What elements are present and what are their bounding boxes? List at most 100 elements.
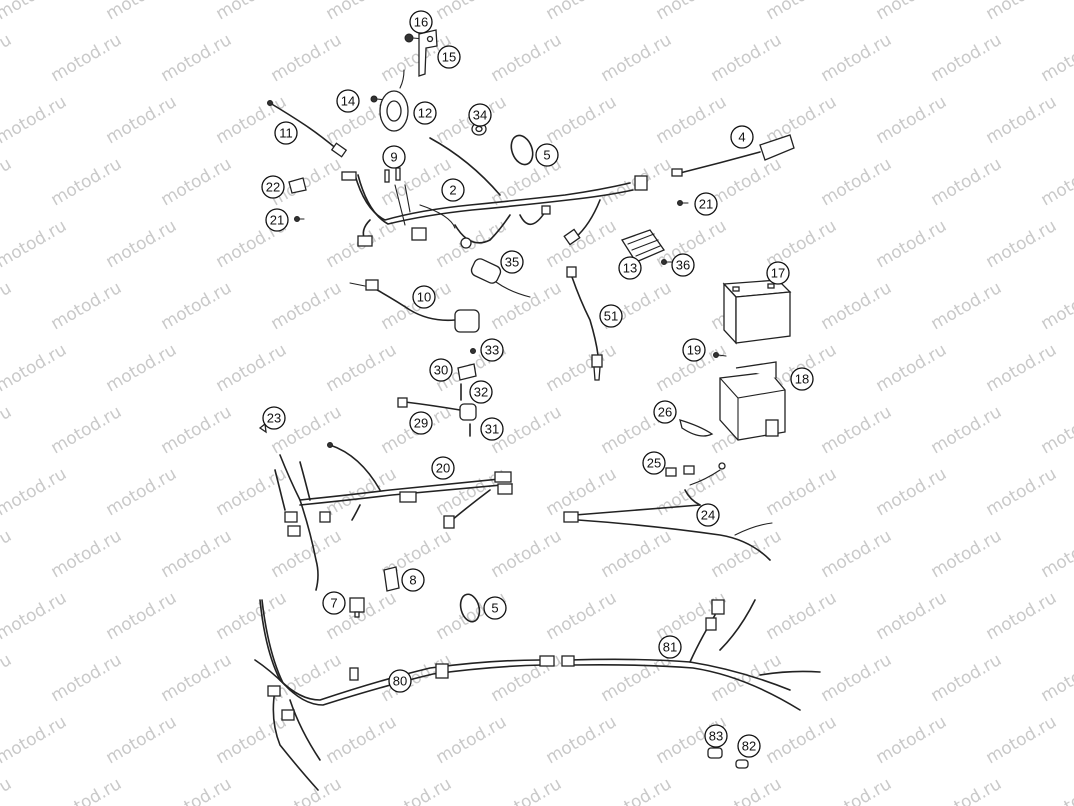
screw-part-21b (677, 200, 689, 206)
callout-35: 35 (500, 250, 524, 274)
screw-part-21a (294, 216, 305, 222)
watermark-text: motod.ru (48, 526, 126, 582)
callout-21a: 21 (694, 192, 718, 216)
callout-25: 25 (642, 451, 666, 475)
watermark-text: motod.ru (1038, 650, 1074, 706)
bracket-part-15 (418, 29, 438, 77)
bracket-part-8 (383, 566, 400, 592)
bulb-part-82 (735, 759, 749, 769)
callout-34: 34 (468, 103, 492, 127)
watermark-text: motod.ru (928, 402, 1006, 458)
watermark-text: motod.ru (488, 774, 566, 806)
callout-label-81: 81 (663, 640, 677, 655)
watermark-text: motod.ru (0, 526, 15, 582)
watermark-text: motod.ru (158, 278, 236, 334)
callout-8: 8 (401, 568, 425, 592)
callout-31: 31 (480, 417, 504, 441)
watermark-text: motod.ru (323, 340, 401, 396)
watermark-text: motod.ru (1038, 154, 1074, 210)
watermark-text: motod.ru (873, 712, 951, 768)
watermark-text: motod.ru (1038, 774, 1074, 806)
watermark-text: motod.ru (763, 588, 841, 644)
watermark-text: motod.ru (928, 30, 1006, 86)
watermark-text: motod.ru (1038, 278, 1074, 334)
watermark-text: motod.ru (323, 0, 401, 24)
watermark-text: motod.ru (268, 774, 346, 806)
watermark-text: motod.ru (488, 30, 566, 86)
main-harness-part-2 (341, 137, 648, 249)
watermark-text: motod.ru (653, 588, 731, 644)
watermark-text: motod.ru (818, 278, 896, 334)
watermark-text: motod.ru (0, 278, 15, 334)
watermark-text: motod.ru (818, 650, 896, 706)
callout-18: 18 (790, 367, 814, 391)
watermark-text: motod.ru (543, 588, 621, 644)
watermark-text: motod.ru (1038, 526, 1074, 582)
watermark-text: motod.ru (103, 92, 181, 148)
watermark-text: motod.ru (488, 526, 566, 582)
callout-label-51: 51 (604, 309, 618, 324)
watermark-text: motod.ru (928, 774, 1006, 806)
callout-label-36: 36 (676, 258, 690, 273)
relay-part-7 (349, 597, 365, 618)
callout-label-24: 24 (701, 508, 715, 523)
callout-label-18: 18 (795, 372, 809, 387)
strap-part-26 (679, 419, 714, 437)
callout-20: 20 (431, 456, 455, 480)
callout-label-80: 80 (393, 674, 407, 689)
watermark-text: motod.ru (0, 340, 70, 396)
watermark-text: motod.ru (543, 216, 621, 272)
watermark-text: motod.ru (983, 588, 1061, 644)
watermark-text: motod.ru (928, 278, 1006, 334)
watermark-text: motod.ru (818, 154, 896, 210)
callout-label-31: 31 (485, 422, 499, 437)
cable-part-11 (267, 100, 348, 158)
screw-part-36 (661, 259, 673, 265)
callout-label-82: 82 (742, 739, 756, 754)
watermark-text: motod.ru (818, 30, 896, 86)
harness-part-81 (561, 599, 821, 711)
callout-label-11: 11 (279, 126, 293, 141)
watermark-text: motod.ru (433, 712, 511, 768)
callout-7: 7 (322, 591, 346, 615)
callout-10: 10 (412, 285, 436, 309)
callout-4: 4 (730, 125, 754, 149)
watermark-text: motod.ru (433, 0, 511, 24)
watermark-text: motod.ru (268, 30, 346, 86)
watermark-text: motod.ru (378, 774, 456, 806)
callout-label-14: 14 (341, 94, 355, 109)
watermark-text: motod.ru (103, 0, 181, 24)
callout-label-5a: 5 (543, 148, 550, 163)
watermark-text: motod.ru (103, 464, 181, 520)
callout-12: 12 (413, 101, 437, 125)
callout-33: 33 (480, 338, 504, 362)
callout-24: 24 (696, 503, 720, 527)
cable-part-29 (397, 397, 477, 421)
watermark-text: motod.ru (873, 0, 951, 24)
callout-label-2: 2 (449, 183, 456, 198)
watermark-text: motod.ru (598, 526, 676, 582)
callout-label-26: 26 (658, 405, 672, 420)
watermark-text: motod.ru (983, 712, 1061, 768)
watermark-text: motod.ru (928, 526, 1006, 582)
watermark-text: motod.ru (323, 712, 401, 768)
watermark-text: motod.ru (1038, 402, 1074, 458)
cap-part-83 (707, 747, 723, 759)
callout-19: 19 (682, 338, 706, 362)
watermark-text: motod.ru (48, 650, 126, 706)
watermark-text: motod.ru (48, 774, 126, 806)
watermark-text: motod.ru (983, 464, 1061, 520)
callout-22: 22 (261, 175, 285, 199)
callout-label-7: 7 (330, 596, 337, 611)
watermark-text: motod.ru (103, 340, 181, 396)
cable-part-24 (563, 462, 773, 561)
watermark-text: motod.ru (928, 650, 1006, 706)
watermark-text: motod.ru (983, 340, 1061, 396)
watermark-text: motod.ru (0, 588, 70, 644)
callout-label-16: 16 (414, 15, 428, 30)
callout-label-5b: 5 (491, 601, 498, 616)
watermark-text: motod.ru (1038, 30, 1074, 86)
watermark-text: motod.ru (0, 0, 70, 24)
watermark-text: motod.ru (213, 340, 291, 396)
